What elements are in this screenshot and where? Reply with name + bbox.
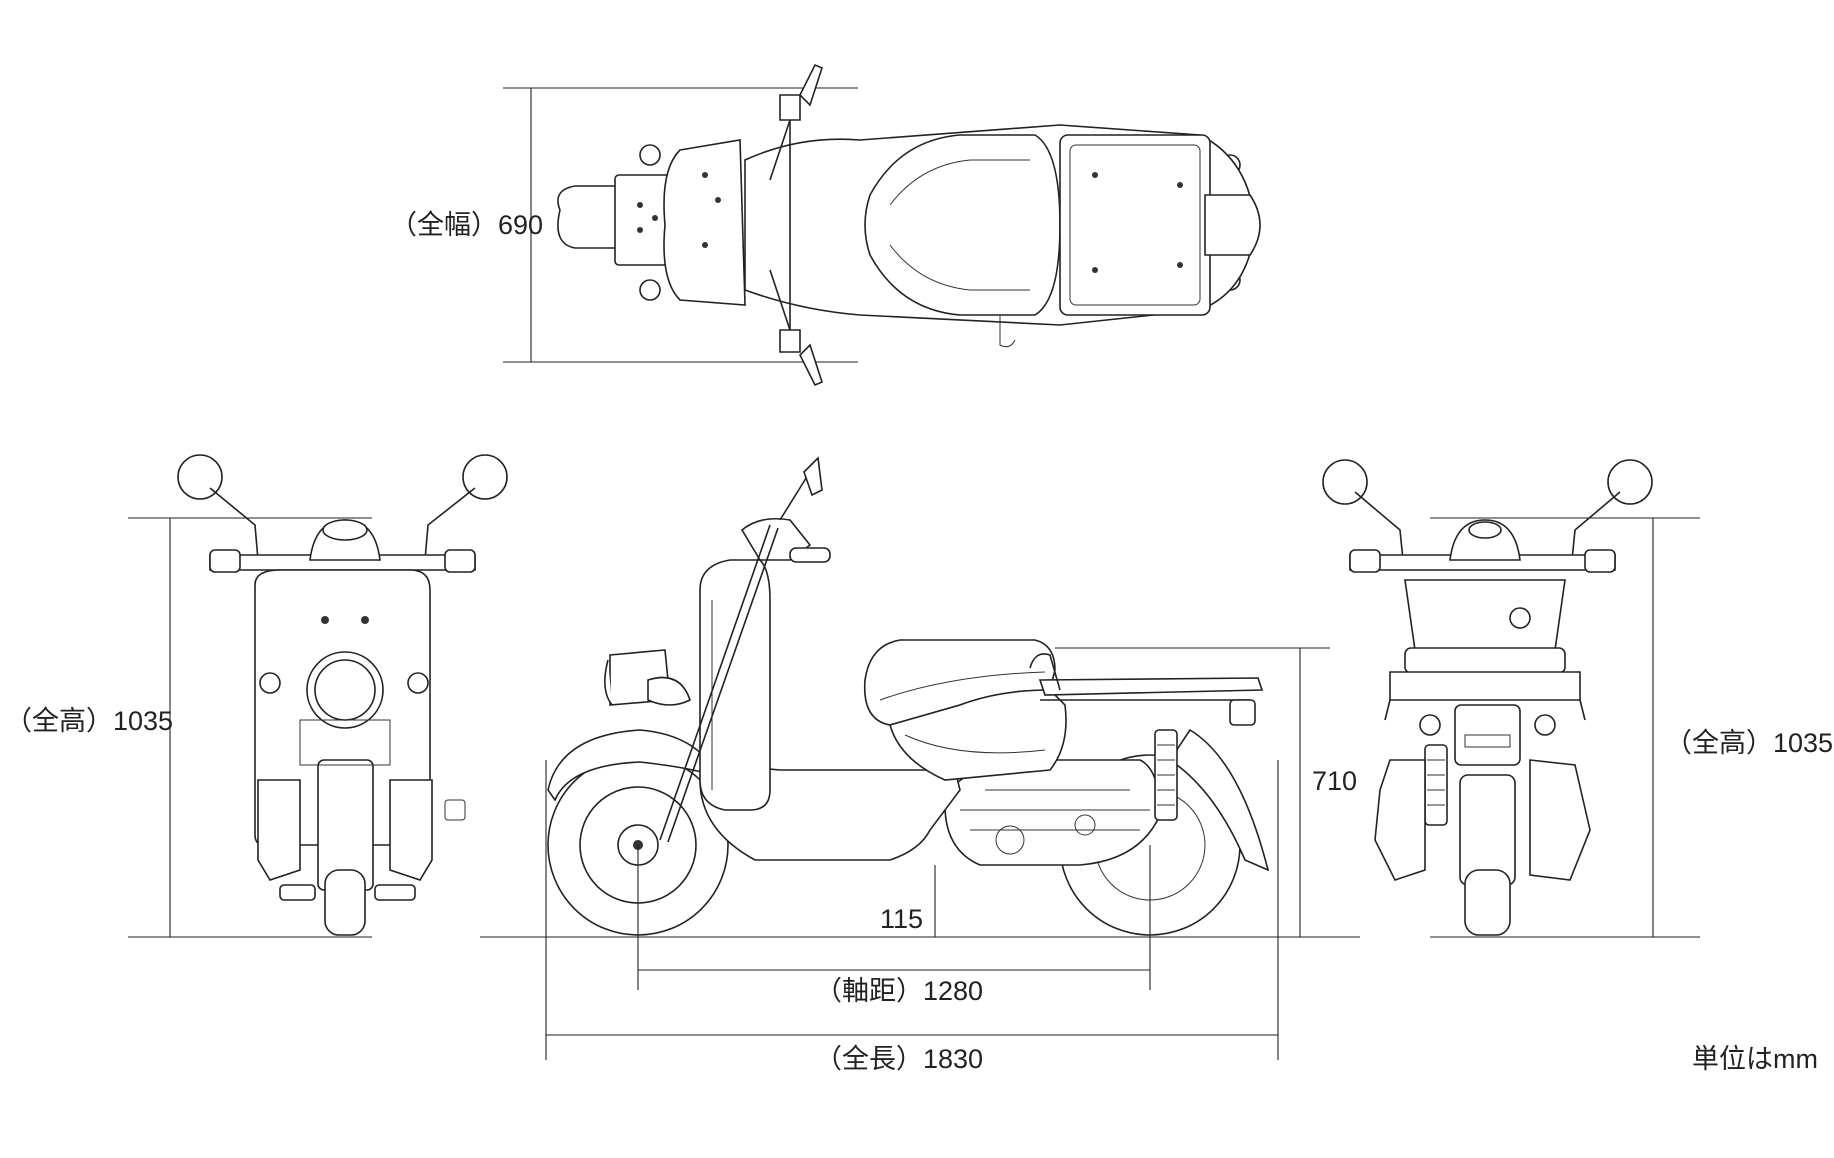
overall-length-label: （全長）1830 — [815, 1044, 983, 1074]
rear-view — [1322, 459, 1700, 938]
unit-note: 単位はmm — [1692, 1044, 1818, 1074]
ground-clearance-label: 115 — [880, 904, 923, 934]
overall-height-rear-label: （全高）1035 — [1665, 728, 1833, 758]
overall-height-front-label: （全高）1035 — [5, 706, 173, 736]
front-view — [128, 454, 508, 938]
side-view — [480, 456, 1360, 1060]
wheelbase-label: （軸距）1280 — [815, 976, 983, 1006]
overall-width-label: （全幅）690 — [390, 210, 543, 240]
seat-height-label: 710 — [1312, 766, 1357, 796]
top-view — [503, 63, 1261, 387]
